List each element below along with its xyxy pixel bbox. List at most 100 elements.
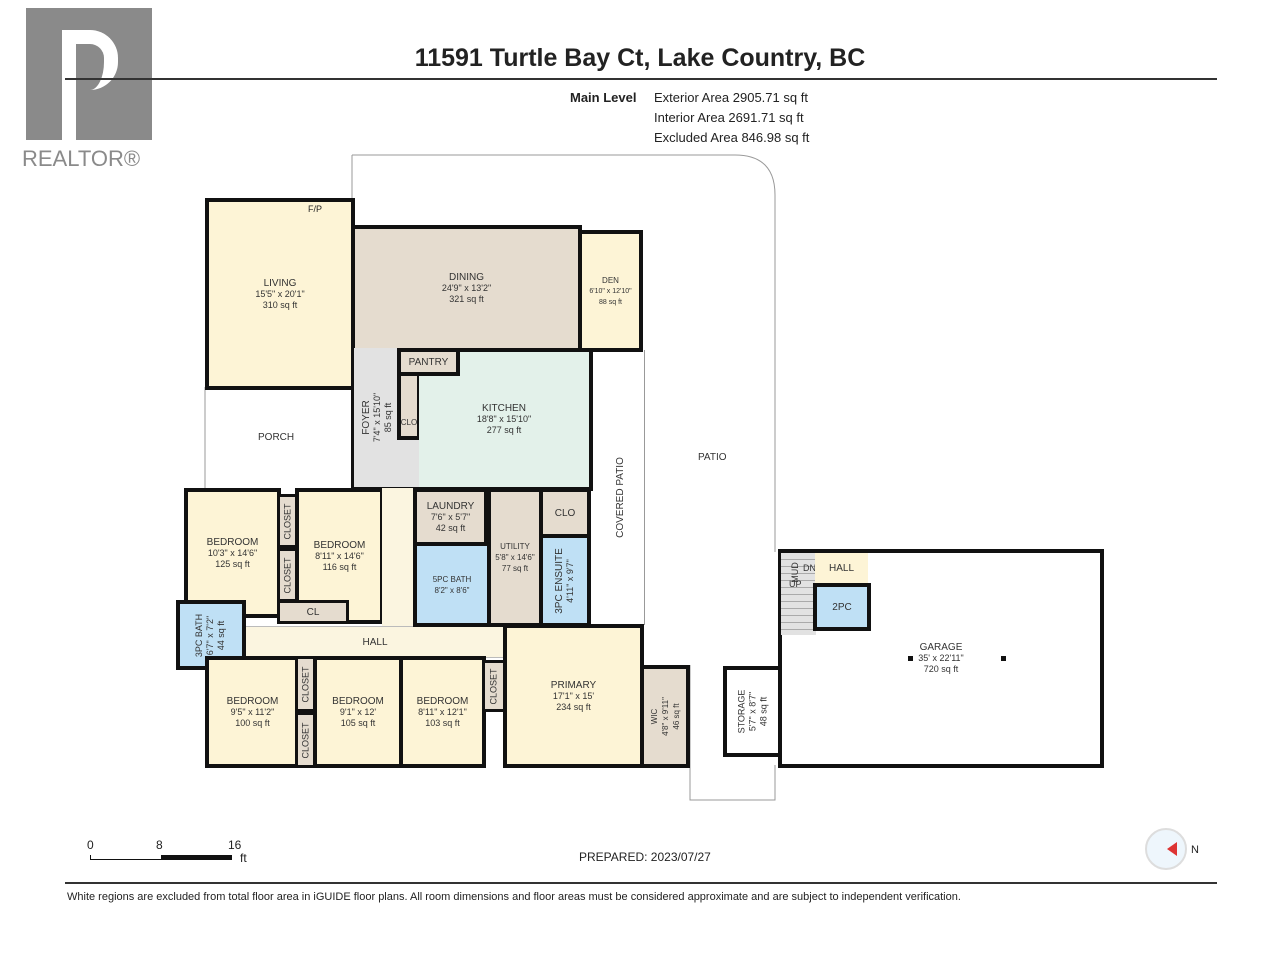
room-name: HALL — [362, 636, 388, 648]
room-name: PANTRY — [408, 356, 449, 368]
room-name: UTILITY — [500, 542, 530, 551]
room-dimensions: 18'8" x 15'10" — [476, 414, 532, 424]
scale-tick: 16 — [228, 838, 242, 852]
room-dimensions: 10'3" x 14'6" — [207, 547, 258, 558]
room-area: 46 sq ft — [671, 703, 681, 730]
excluded-area: Excluded Area 846.98 sq ft — [654, 130, 810, 145]
page-title: 11591 Turtle Bay Ct, Lake Country, BC — [414, 44, 866, 72]
room-dimensions: 7'4" x 15'10" — [372, 392, 383, 443]
scale-bar: 0 8 16 ft — [87, 838, 260, 868]
room-name: HALL — [828, 562, 854, 574]
room-area: 44 sq ft — [216, 620, 227, 650]
room-name: KITCHEN — [482, 403, 526, 414]
room-area: 42 sq ft — [435, 522, 466, 533]
room-name: DEN — [602, 275, 619, 285]
footer-divider — [65, 882, 1217, 884]
room-closet-foyer: CLO — [397, 372, 421, 440]
logo-text: REALTOR® — [22, 146, 141, 171]
room-name: BEDROOM — [206, 536, 259, 548]
room-area: 125 sq ft — [215, 558, 250, 569]
room-name: WIC — [649, 708, 659, 725]
room-cl: CL — [277, 600, 349, 624]
room-pantry: PANTRY — [397, 348, 460, 376]
prepared-date: PREPARED: 2023/07/27 — [579, 850, 711, 864]
room-name: LAUNDRY — [426, 500, 475, 512]
room-dimensions: 15'5" x 20'1" — [255, 288, 305, 299]
room-name: BEDROOM — [313, 539, 366, 551]
room-2pc: 2PC — [813, 583, 871, 631]
room-mud-stairs: MUD UP DN — [781, 553, 816, 635]
room-dimensions: 6'10" x 12'10" — [589, 287, 632, 295]
garage-post — [1001, 656, 1006, 661]
room-name: CLO — [554, 507, 576, 519]
room-hall-garage: HALL — [815, 553, 868, 583]
room-area: 720 sq ft — [923, 664, 959, 674]
room-dimensions: 5'8" x 14'6" — [495, 553, 535, 562]
scale-tick: 8 — [156, 838, 163, 852]
room-dimensions: 8'11" x 14'6" — [315, 550, 364, 561]
room-name: DINING — [449, 272, 484, 283]
room-name: LIVING — [263, 277, 297, 289]
room-area: 277 sq ft — [486, 425, 522, 435]
room-den: DEN 6'10" x 12'10" 88 sq ft — [578, 230, 643, 352]
room-dimensions: 4'11" x 9'7" — [565, 558, 576, 603]
room-dimensions: 8'2" x 8'6" — [434, 585, 470, 595]
room-name: PRIMARY — [550, 679, 597, 691]
room-dimensions: 9'5" x 11'2" — [230, 706, 275, 717]
room-name: 3PC BATH — [194, 613, 205, 657]
header-divider — [65, 78, 1217, 80]
room-hall: HALL — [244, 626, 506, 658]
exterior-area: Exterior Area 2905.71 sq ft — [654, 90, 808, 105]
room-area: 116 sq ft — [322, 561, 357, 572]
room-name: CLOSET — [282, 502, 293, 540]
scale-unit: ft — [240, 851, 247, 865]
room-dimensions: 6'7" x 7'2" — [205, 615, 216, 655]
stairs-up-label: UP — [789, 579, 802, 589]
disclaimer: White regions are excluded from total fl… — [67, 891, 961, 903]
covered-patio — [595, 350, 645, 625]
room-name: BEDROOM — [226, 695, 279, 707]
room-name: 5PC BATH — [432, 574, 472, 584]
room-dimensions: 7'6" x 5'7" — [430, 511, 471, 522]
room-dimensions: 24'9" x 13'2" — [441, 283, 492, 293]
room-area: 321 sq ft — [449, 294, 484, 304]
room-dimensions: 8'11" x 12'1" — [418, 706, 467, 717]
fireplace-label: F/P — [308, 204, 323, 214]
hall-vertical — [382, 488, 417, 630]
room-closet-clo: CLO — [539, 488, 591, 538]
level-label: Main Level — [570, 90, 637, 105]
room-dimensions: 5'7" x 8'7" — [746, 691, 757, 732]
room-dimensions: 9'1" x 12' — [339, 706, 377, 717]
room-name: CLO — [400, 418, 418, 427]
scale-tick: 0 — [87, 838, 94, 852]
room-area: 310 sq ft — [262, 299, 298, 310]
room-name: CLOSET — [300, 665, 311, 703]
patio-label: PATIO — [698, 452, 727, 463]
compass-icon: N — [1145, 828, 1199, 870]
room-name: FOYER — [361, 400, 373, 435]
room-area: 88 sq ft — [599, 298, 622, 306]
room-area: 234 sq ft — [556, 701, 591, 712]
room-area: 105 sq ft — [340, 717, 376, 728]
room-area: 48 sq ft — [757, 696, 768, 727]
porch-label: PORCH — [258, 432, 295, 443]
room-name: GARAGE — [919, 642, 963, 653]
room-name: STORAGE — [735, 689, 746, 734]
room-dimensions: 4'8" x 9'11" — [660, 697, 670, 736]
room-name: CL — [306, 606, 320, 618]
